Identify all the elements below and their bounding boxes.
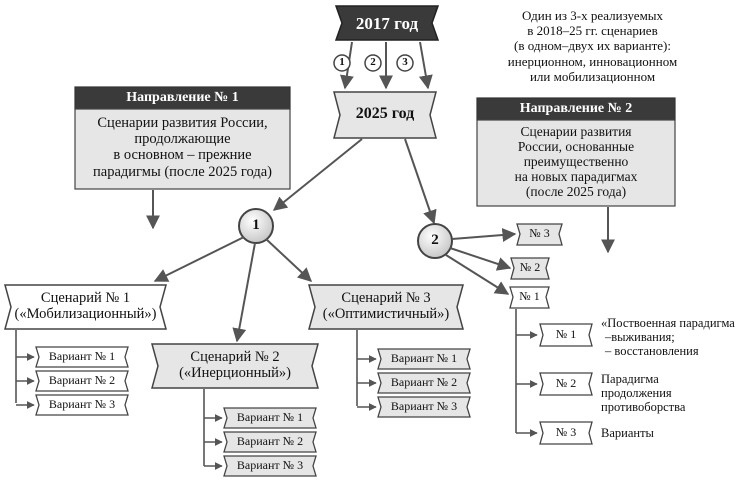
direction-1-body: Сценарии развития России, продолжающие в…	[75, 115, 290, 180]
path-number-2: 2	[370, 56, 376, 68]
scenario-1-box	[4, 284, 167, 330]
sub-item-box: № 1	[555, 327, 577, 341]
scenario-3-box	[308, 284, 464, 330]
direction-1-line: в основном – прежние	[113, 147, 252, 164]
note-line: или мобилизационном	[529, 68, 656, 84]
scenario-1-label: Сценарий № 1 («Мобилизационный»)	[8, 290, 163, 322]
direction-1-line: парадигмы (после 2025 года)	[93, 163, 272, 180]
direction-2-body: Сценарии развития России, основанные пре…	[477, 124, 675, 200]
scenario-title: Сценарий № 2	[190, 349, 280, 365]
variant-box: Вариант № 2	[390, 375, 458, 389]
scenario-title: Сценарий № 3	[341, 290, 431, 306]
node-2-circle	[417, 223, 453, 259]
direction-1-line: продолжающие	[134, 131, 231, 148]
year-2025-box	[333, 91, 437, 139]
variant-box: Вариант № 2	[236, 434, 304, 448]
node-2-label: 2	[431, 232, 439, 248]
path-number-3: 3	[402, 56, 408, 68]
caption-line: –выживания;	[605, 330, 675, 344]
scenario-subtitle: («Мобилизационный»)	[14, 306, 157, 323]
caption-line: – восстановления	[605, 344, 699, 358]
variant-box: Вариант № 2	[48, 373, 116, 387]
year-2017-box	[334, 5, 440, 41]
direction-1-line: Сценарии развития России,	[97, 115, 268, 131]
caption-line: продолжения	[601, 386, 672, 400]
direction-2-line: (после 2025 года)	[525, 184, 627, 200]
sub-item-caption-2: Парадигма продолжения противоборства	[601, 372, 685, 414]
path-arrow-3	[418, 41, 433, 90]
caption-line: Варианты	[601, 426, 654, 440]
scenario-title: Сценарий № 1	[40, 290, 131, 306]
direction-2-line: Сценарии развития	[520, 124, 632, 139]
variant-box: Вариант № 3	[48, 397, 116, 411]
sub-item-caption-1: «Поствоенная парадигма –выживания; – вос…	[601, 316, 735, 358]
variant-box: Вариант № 3	[390, 399, 458, 413]
year-2017-label: 2017 год	[355, 14, 419, 33]
variant-box: Вариант № 1	[236, 410, 304, 424]
variant-box: Вариант № 1	[48, 349, 116, 363]
top-note: Один из 3-х реализуемых в 2018–25 гг. сц…	[455, 8, 730, 84]
node-1-label: 1	[252, 217, 260, 233]
scenario-2-box	[151, 343, 319, 389]
variant-box: Вариант № 1	[390, 351, 458, 365]
note-line: (в одном–двух их варианте):	[514, 38, 671, 54]
scenario-subtitle: («Инерционный»)	[179, 365, 291, 382]
direction-2-line: России, основанные	[517, 139, 635, 155]
node-1-circle	[238, 208, 274, 244]
direction-2-header: Направление № 2	[519, 101, 633, 116]
direction-1-header: Направление № 1	[126, 90, 239, 105]
sub-item-box: № 3	[555, 425, 577, 439]
scenario-subtitle: («Оптимистичный»)	[322, 306, 450, 323]
sub-item-box: № 2	[555, 376, 577, 390]
caption-line: противоборства	[601, 400, 686, 414]
branch-2-item: № 3	[529, 226, 550, 240]
note-line: Один из 3-х реализуемых	[521, 8, 664, 23]
caption-line: Парадигма	[601, 372, 659, 386]
branch-2-item: № 1	[519, 289, 540, 303]
variant-box: Вариант № 3	[236, 458, 304, 472]
branch-2-item: № 2	[519, 260, 541, 274]
path-number-1: 1	[339, 56, 345, 68]
scenario-3-label: Сценарий № 3 («Оптимистичный»)	[312, 290, 460, 322]
scenario-2-label: Сценарий № 2 («Инерционный»)	[155, 349, 315, 381]
year-2025-label: 2025 год	[355, 105, 415, 122]
note-line: инерционном, инновационном	[507, 53, 678, 69]
sub-item-caption-3: Варианты	[601, 426, 654, 440]
caption-line: «Поствоенная парадигма	[601, 316, 735, 330]
direction-2-line: на новых парадигмах	[514, 169, 638, 185]
note-line: в 2018–25 гг. сценариев	[527, 23, 658, 39]
direction-2-line: преимущественно	[523, 154, 629, 170]
